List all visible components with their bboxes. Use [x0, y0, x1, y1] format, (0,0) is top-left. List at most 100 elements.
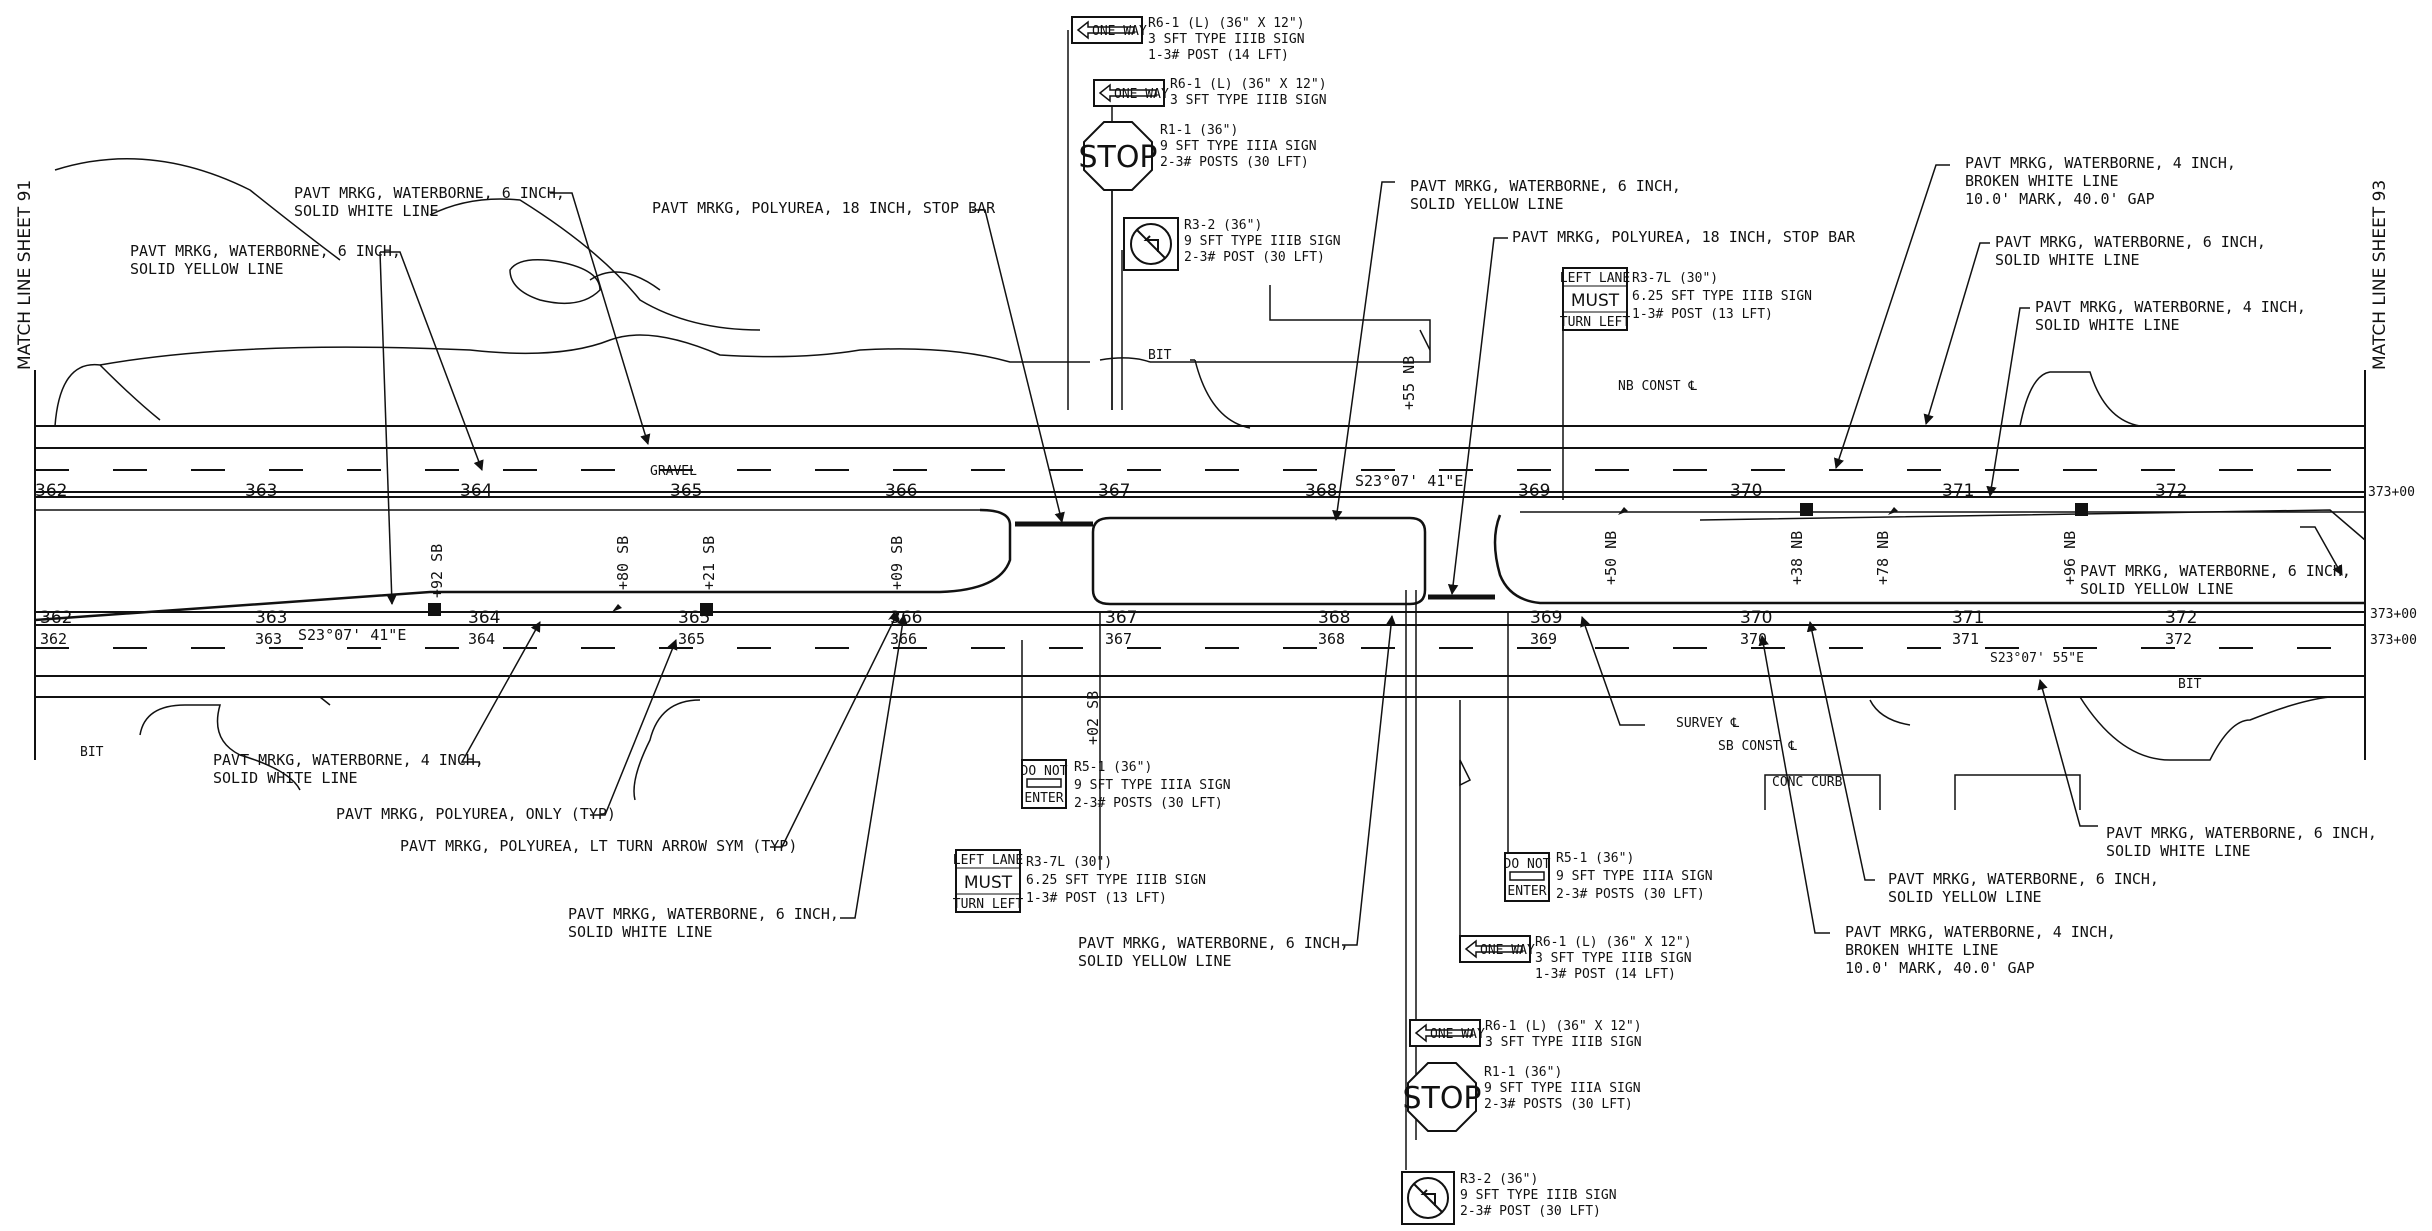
sign-no-left-turn — [1123, 217, 1179, 271]
callout-pavt-white-6-a: PAVT MRKG, WATERBORNE, 6 INCH, SOLID WHI… — [294, 184, 565, 220]
station: 363 — [245, 481, 277, 501]
nb-station-marks: +55 NB +50 NB +38 NB +78 NB +96 NB — [1400, 356, 2079, 585]
callout-line: PAVT MRKG, WATERBORNE, 4 INCH, — [1845, 923, 2116, 941]
sign-left-lane-must-turn-left: LEFT LANE MUST TURN LEFT — [953, 849, 1024, 913]
note-line: 9 SFT TYPE IIIB SIGN — [1460, 1188, 1617, 1203]
callout-line: PAVT MRKG, WATERBORNE, 6 INCH, — [2080, 562, 2351, 580]
station-mark: +38 NB — [1788, 531, 1806, 585]
sign-face-text: LEFT LANE — [953, 853, 1023, 868]
callout-pavt-yellow-6-c: PAVT MRKG, WATERBORNE, 6 INCH, SOLID YEL… — [2080, 562, 2351, 598]
station: 365 — [678, 630, 705, 648]
callout-line: SOLID YELLOW LINE — [1410, 195, 1564, 213]
sign-one-way: ONE WAY — [1409, 1019, 1485, 1047]
sign-face-text: ONE WAY — [1092, 24, 1147, 39]
note-line: 3 SFT TYPE IIIB SIGN — [1148, 32, 1305, 47]
note-line: 9 SFT TYPE IIIB SIGN — [1184, 234, 1341, 249]
callout-pavt-white-4-a: PAVT MRKG, WATERBORNE, 4 INCH, SOLID WHI… — [2035, 298, 2306, 334]
sign-face-text: LEFT LANE — [1560, 271, 1630, 286]
arrow-left-icon — [1076, 20, 1135, 40]
station: 370 — [1730, 481, 1762, 501]
note-line: R6-1 (L) (36" X 12") — [1535, 935, 1692, 950]
sign-notes: R1-1 (36") 9 SFT TYPE IIIA SIGN 2-3# POS… — [1160, 123, 1317, 170]
callout-only-typ: PAVT MRKG, POLYUREA, ONLY (TYP) — [336, 805, 616, 823]
turn-arrow-symbol — [1888, 507, 1898, 515]
note-line: 2-3# POSTS (30 LFT) — [1074, 796, 1223, 811]
arrow-left-icon — [1464, 939, 1523, 959]
sign-face-text: ONE WAY — [1430, 1027, 1485, 1042]
callout-pavt-white-6-d: PAVT MRKG, WATERBORNE, 6 INCH, SOLID WHI… — [2106, 824, 2377, 860]
station-mark: +92 SB — [428, 544, 446, 598]
callout-line: SOLID WHITE LINE — [2035, 316, 2180, 334]
callout-line: PAVT MRKG, POLYUREA, LT TURN ARROW SYM (… — [400, 837, 797, 855]
sign-left-lane-must-turn-left: LEFT LANE MUST TURN LEFT — [1560, 267, 1631, 331]
note-line: R6-1 (L) (36" X 12") — [1148, 16, 1305, 31]
sign-posts — [1021, 30, 1564, 1170]
bit-label: BIT — [2178, 677, 2202, 692]
callout-pavt-white-6-b: PAVT MRKG, WATERBORNE, 6 INCH, SOLID WHI… — [1995, 233, 2266, 269]
station: 367 — [1105, 630, 1132, 648]
roadway-geometry — [34, 370, 2366, 760]
callout-line: 10.0' MARK, 40.0' GAP — [1965, 190, 2155, 208]
callout-line: SOLID WHITE LINE — [568, 923, 713, 941]
sign-notes: R3-2 (36") 9 SFT TYPE IIIB SIGN 2-3# POS… — [1184, 218, 1341, 265]
gravel-label: GRAVEL — [650, 464, 697, 479]
callout-line: SOLID YELLOW LINE — [1888, 888, 2042, 906]
station: 368 — [1305, 481, 1337, 501]
callout-line: PAVT MRKG, WATERBORNE, 4 INCH, — [213, 751, 484, 769]
sign-notes: R6-1 (L) (36" X 12") 3 SFT TYPE IIIB SIG… — [1485, 1019, 1642, 1050]
sign-face-text: MUST — [1571, 291, 1620, 311]
note-line: R3-2 (36") — [1460, 1172, 1538, 1187]
sign-face-text: DO NOT — [1504, 857, 1551, 872]
stations-sb-upper: 362 363 364 365 366 367 368 369 370 371 … — [40, 607, 2417, 628]
note-line: R3-2 (36") — [1184, 218, 1262, 233]
note-line: 1-3# POST (13 LFT) — [1026, 891, 1167, 906]
sign-notes: R5-1 (36") 9 SFT TYPE IIIA SIGN 2-3# POS… — [1556, 851, 1713, 902]
sign-face-text: MUST — [964, 873, 1013, 893]
station: 367 — [1098, 481, 1130, 501]
small-labels: GRAVEL BIT BIT BIT CONC CURB NB CONST ℄ … — [80, 348, 2202, 790]
note-line: 6.25 SFT TYPE IIIB SIGN — [1632, 289, 1812, 304]
terrain-outline-bottom — [139, 696, 2331, 810]
arrow-left-icon — [1414, 1023, 1473, 1043]
callout-line: SOLID YELLOW LINE — [130, 260, 284, 278]
sign-face-text: ENTER — [1507, 884, 1546, 899]
note-line: 1-3# POST (14 LFT) — [1148, 48, 1289, 63]
sign-face-text: TURN LEFT — [953, 897, 1024, 912]
callout-stop-bar-a: PAVT MRKG, POLYUREA, 18 INCH, STOP BAR — [652, 199, 996, 217]
note-line: 3 SFT TYPE IIIB SIGN — [1535, 951, 1692, 966]
note-line: 3 SFT TYPE IIIB SIGN — [1485, 1035, 1642, 1050]
station-mark: +21 SB — [700, 536, 718, 590]
note-line: 2-3# POST (30 LFT) — [1460, 1204, 1601, 1219]
callout-lt-turn-arrow: PAVT MRKG, POLYUREA, LT TURN ARROW SYM (… — [400, 837, 797, 855]
callout-pavt-yellow-6-b: PAVT MRKG, WATERBORNE, 6 INCH, SOLID YEL… — [1410, 177, 1681, 213]
survey-label: SURVEY ℄ — [1676, 716, 1740, 731]
sign-notes: R3-7L (30") 6.25 SFT TYPE IIIB SIGN 1-3#… — [1026, 855, 1206, 906]
station: 368 — [1318, 630, 1345, 648]
callout-line: SOLID WHITE LINE — [294, 202, 439, 220]
callout-line: PAVT MRKG, WATERBORNE, 6 INCH, — [294, 184, 565, 202]
sign-one-way: ONE WAY — [1459, 935, 1535, 963]
prohibition-icon — [1130, 223, 1172, 265]
station: 364 — [468, 630, 495, 648]
station-mark: +80 SB — [614, 536, 632, 590]
station: 372 — [2155, 481, 2187, 501]
sign-face-text: STOP — [1402, 1081, 1481, 1116]
sign-stop: STOP — [1402, 1062, 1482, 1132]
note-line: 2-3# POST (30 LFT) — [1184, 250, 1325, 265]
sign-face-text: ONE WAY — [1114, 87, 1169, 102]
pavement-symbols — [428, 503, 2088, 620]
note-line: 9 SFT TYPE IIIA SIGN — [1160, 139, 1317, 154]
station: 366 — [890, 630, 917, 648]
note-line: 9 SFT TYPE IIIA SIGN — [1074, 778, 1231, 793]
callout-line: PAVT MRKG, POLYUREA, 18 INCH, STOP BAR — [652, 199, 996, 217]
sign-face-text: DO NOT — [1021, 764, 1068, 779]
sign-do-not-enter: DO NOT ENTER — [1021, 759, 1068, 809]
note-line: R5-1 (36") — [1074, 760, 1152, 775]
station-end: 373+00 — [2368, 485, 2415, 500]
sign-face-text: TURN LEFT — [1560, 315, 1631, 330]
callout-broken-white-b: PAVT MRKG, WATERBORNE, 4 INCH, BROKEN WH… — [1845, 923, 2116, 977]
turn-arrow-symbol — [612, 604, 622, 612]
callout-line: BROKEN WHITE LINE — [1845, 941, 1999, 959]
callout-pavt-yellow-6-a: PAVT MRKG, WATERBORNE, 6 INCH, SOLID YEL… — [130, 242, 401, 278]
